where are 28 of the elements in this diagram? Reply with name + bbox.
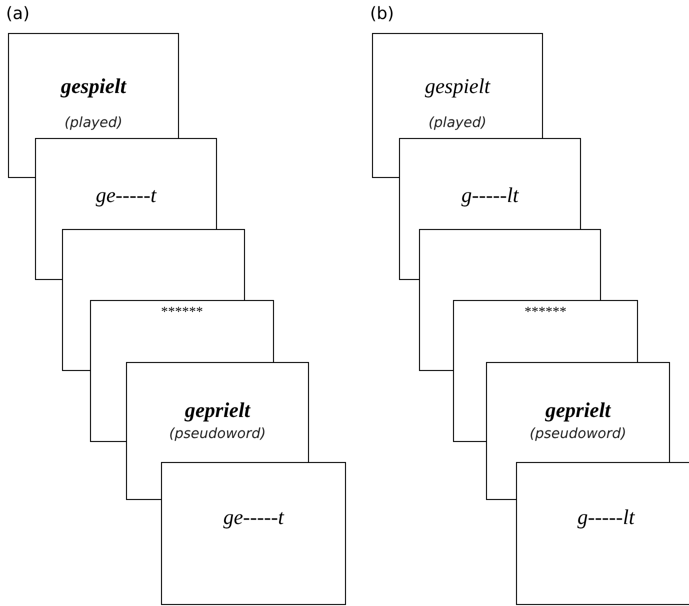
gloss-text: (played)	[64, 115, 123, 131]
fragment-cue: g-----lt	[461, 183, 519, 208]
screen-frame	[161, 462, 346, 605]
stimulus-word: gespielt	[424, 74, 490, 99]
screen-frame	[35, 138, 217, 229]
mask-symbols: ******	[161, 305, 203, 321]
gloss-text: (pseudoword)	[169, 426, 266, 442]
stimulus-word: gespielt	[60, 74, 126, 99]
mask-symbols: ******	[524, 305, 566, 321]
gloss-text: (played)	[428, 115, 487, 131]
gloss-text: (pseudoword)	[530, 426, 626, 442]
screen-frame	[126, 362, 309, 462]
fragment-cue: ge-----t	[96, 183, 156, 208]
screen-frame	[90, 300, 274, 362]
screen-frame	[453, 300, 638, 362]
screen-frame	[486, 362, 670, 462]
screen-frame	[62, 229, 245, 300]
screen-frame	[516, 462, 689, 605]
fragment-cue: g-----lt	[577, 505, 635, 530]
panel-label: (a)	[6, 4, 30, 24]
screen-frame	[419, 229, 601, 300]
fragment-cue: ge-----t	[223, 505, 284, 530]
screen-frame	[372, 33, 543, 138]
screen-frame	[399, 138, 581, 229]
pseudoword-text: geprielt	[545, 398, 611, 423]
pseudoword-text: geprielt	[184, 398, 250, 423]
screen-frame	[8, 33, 179, 138]
panel-label: (b)	[370, 4, 394, 24]
